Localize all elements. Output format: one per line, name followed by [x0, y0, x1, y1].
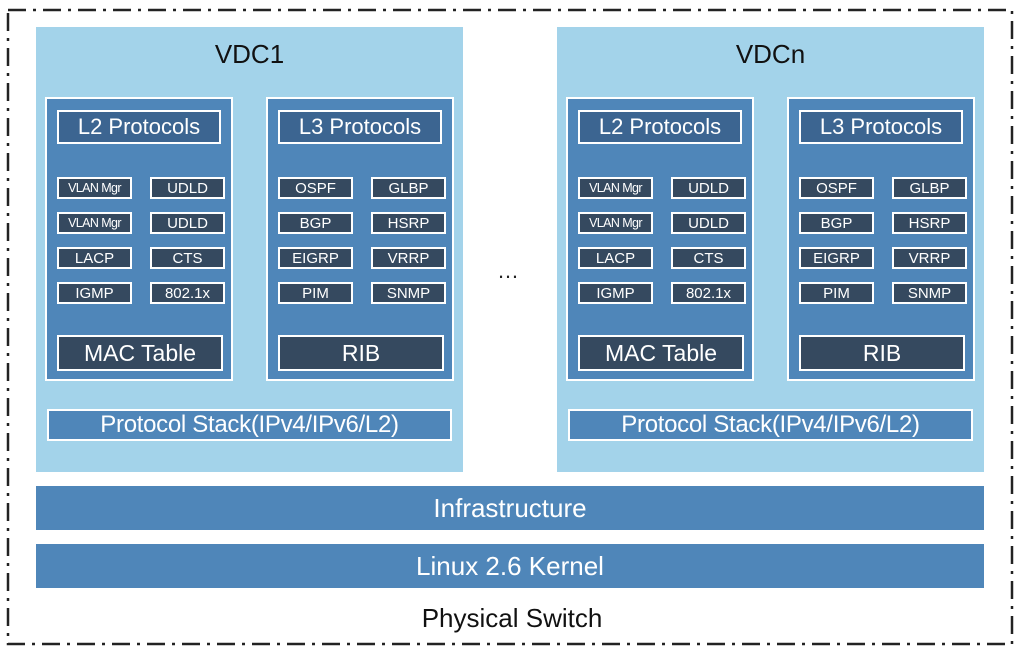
protocol-item: VRRP: [371, 247, 446, 269]
mac-table-box: MAC Table: [578, 335, 744, 371]
physical-switch-boundary: [6, 8, 1014, 646]
protocol-item: CTS: [671, 247, 746, 269]
l2-protocols-header: L2 Protocols: [578, 110, 742, 144]
mac-table-box: MAC Table: [57, 335, 223, 371]
protocol-item: VLAN Mgr: [57, 177, 132, 199]
protocol-item: UDLD: [671, 212, 746, 234]
more-vdcs-ellipsis: …: [497, 258, 521, 283]
protocol-item: UDLD: [150, 177, 225, 199]
protocol-item: HSRP: [892, 212, 967, 234]
vdc-title: VDC1: [214, 39, 285, 69]
rib-box: RIB: [278, 335, 444, 371]
l2-protocols-group: L2 Protocols VLAN Mgr UDLD VLAN Mgr UDLD…: [566, 97, 754, 381]
protocol-item: CTS: [150, 247, 225, 269]
protocol-item: UDLD: [150, 212, 225, 234]
protocol-item: IGMP: [57, 282, 132, 304]
protocol-item: VLAN Mgr: [578, 212, 653, 234]
protocol-item: BGP: [799, 212, 874, 234]
protocol-item: SNMP: [371, 282, 446, 304]
protocol-item: 802.1x: [150, 282, 225, 304]
protocol-item: EIGRP: [799, 247, 874, 269]
protocol-stack-bar: Protocol Stack(IPv4/IPv6/L2): [47, 409, 452, 441]
protocol-item: HSRP: [371, 212, 446, 234]
l3-protocols-header: L3 Protocols: [799, 110, 963, 144]
l3-protocols-group: L3 Protocols OSPF GLBP BGP HSRP EIGRP VR…: [266, 97, 454, 381]
l3-protocols-header: L3 Protocols: [278, 110, 442, 144]
protocol-item: PIM: [799, 282, 874, 304]
kernel-layer: Linux 2.6 Kernel: [36, 544, 984, 588]
protocol-item: SNMP: [892, 282, 967, 304]
physical-switch-label: Physical Switch: [421, 603, 603, 633]
protocol-item: OSPF: [799, 177, 874, 199]
protocol-item: GLBP: [371, 177, 446, 199]
protocol-item: VLAN Mgr: [578, 177, 653, 199]
protocol-item: EIGRP: [278, 247, 353, 269]
protocol-item: LACP: [578, 247, 653, 269]
protocol-item: IGMP: [578, 282, 653, 304]
rib-box: RIB: [799, 335, 965, 371]
l3-protocols-group: L3 Protocols OSPF GLBP BGP HSRP EIGRP VR…: [787, 97, 975, 381]
protocol-item: LACP: [57, 247, 132, 269]
protocol-stack-bar: Protocol Stack(IPv4/IPv6/L2): [568, 409, 973, 441]
protocol-item: VRRP: [892, 247, 967, 269]
protocol-item: UDLD: [671, 177, 746, 199]
protocol-item: OSPF: [278, 177, 353, 199]
vdc-panel-n: VDCn L2 Protocols VLAN Mgr UDLD VLAN Mgr…: [557, 27, 984, 472]
protocol-item: GLBP: [892, 177, 967, 199]
l2-protocols-group: L2 Protocols VLAN Mgr UDLD VLAN Mgr UDLD…: [45, 97, 233, 381]
l2-protocols-header: L2 Protocols: [57, 110, 221, 144]
vdc-panel-1: VDC1 L2 Protocols VLAN Mgr UDLD VLAN Mgr…: [36, 27, 463, 472]
vdc-title: VDCn: [735, 39, 806, 69]
dash-dot-border: [6, 8, 1014, 646]
protocol-item: VLAN Mgr: [57, 212, 132, 234]
protocol-item: 802.1x: [671, 282, 746, 304]
protocol-item: BGP: [278, 212, 353, 234]
infrastructure-layer: Infrastructure: [36, 486, 984, 530]
protocol-item: PIM: [278, 282, 353, 304]
